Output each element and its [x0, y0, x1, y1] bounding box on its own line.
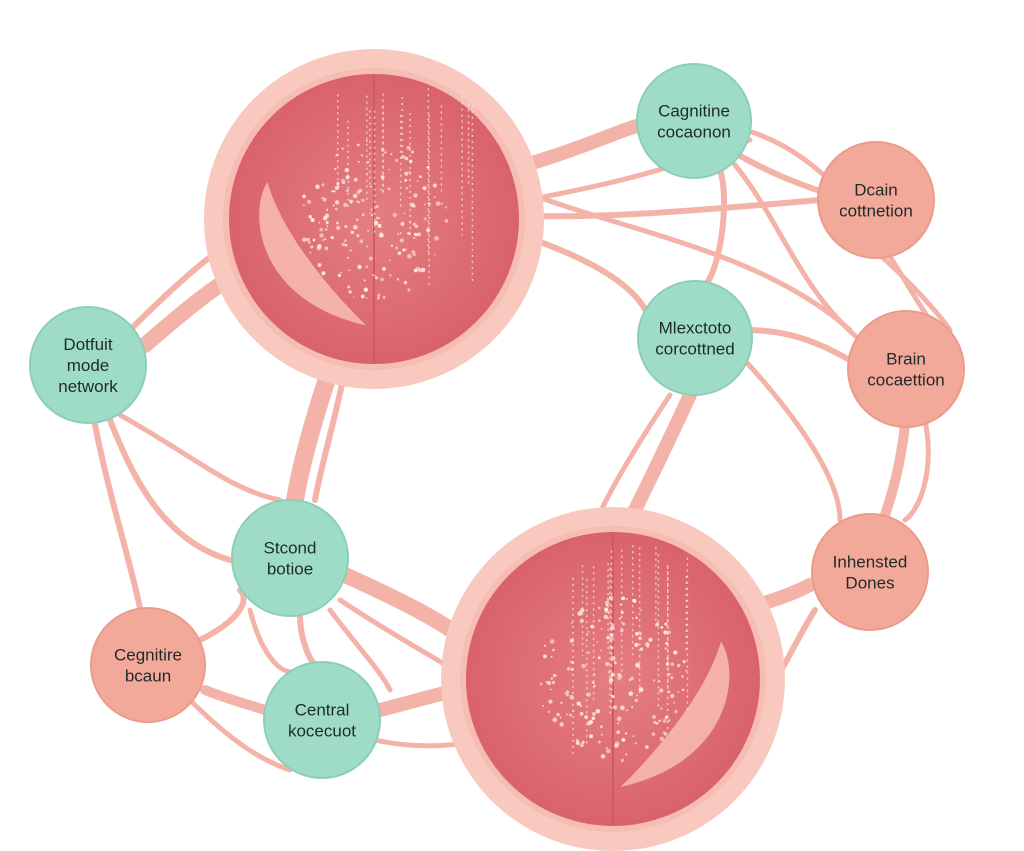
network-nodes: Dotfuit mode network Cagnitine cocaononDcain… — [29, 63, 965, 779]
node-drain-connection-label-1: Dcain — [854, 181, 897, 200]
connector-26 — [337, 567, 473, 648]
node-interested-domains-label-2: Dones — [845, 574, 894, 593]
connector-9 — [732, 162, 863, 343]
node-brain-connection: Brain cocaettion — [847, 310, 965, 428]
node-second-body-label-2: botioe — [267, 560, 313, 579]
node-mixed-connection-circle — [637, 280, 753, 396]
node-control-network-label-1: Central — [295, 701, 350, 720]
node-mixed-connection-label-2: corcottned — [655, 340, 734, 359]
node-interested-domains-label-1: Inhensted — [833, 553, 908, 572]
hub-bottom-sparkles — [539, 545, 689, 763]
hub-bottom-lobe — [620, 641, 730, 787]
hub-top-lobe — [259, 182, 367, 326]
hub-bottom — [460, 526, 766, 832]
connector-13 — [737, 352, 843, 523]
node-second-body-circle — [231, 499, 349, 617]
connector-23 — [107, 417, 233, 563]
node-cognitive-brain: Cegnitire bcaun — [90, 607, 206, 723]
connector-15 — [880, 420, 910, 520]
node-mixed-connection: Mlexctoto corcottned — [637, 280, 753, 396]
brain-hubs — [223, 68, 766, 832]
node-drain-connection-circle — [817, 141, 935, 259]
connector-10 — [702, 167, 727, 288]
node-default-mode-network-label-3: network — [58, 377, 118, 396]
connector-8 — [727, 147, 833, 198]
connector-16 — [902, 417, 931, 523]
hub-top-sparkles — [302, 88, 474, 300]
node-brain-connection-circle — [847, 310, 965, 428]
node-second-body: Stcond botioe — [231, 499, 349, 617]
node-brain-connection-label-1: Brain — [886, 350, 926, 369]
connector-30 — [187, 697, 293, 773]
connector-12 — [742, 327, 853, 363]
hub-top — [223, 68, 525, 370]
node-mixed-connection-label-1: Mlexctoto — [659, 319, 732, 338]
connector-25 — [117, 412, 283, 503]
node-brain-connection-label-2: cocaettion — [867, 371, 945, 390]
node-control-network-label-2: kocecuot — [288, 722, 356, 741]
connector-29 — [200, 685, 270, 715]
connector-24 — [92, 422, 143, 611]
connector-28 — [197, 587, 247, 643]
node-control-network: Central kocecuot — [263, 661, 381, 779]
node-interested-domains-circle — [811, 513, 929, 631]
node-second-body-label-1: Stcond — [264, 539, 317, 558]
node-default-mode-network: Dotfuit mode network — [29, 306, 147, 424]
node-default-mode-network-circle — [29, 306, 147, 424]
node-cognitive-brain-label-2: bcaun — [125, 667, 171, 686]
connector-34 — [297, 612, 318, 668]
node-default-mode-network-label-2: mode — [67, 356, 110, 375]
connector-21 — [286, 361, 339, 509]
node-default-mode-network-label-1: Dotfuit — [63, 335, 112, 354]
node-cognitive-connection: Cagnitine cocaonon — [636, 63, 752, 179]
node-drain-connection-label-2: cottnetion — [839, 202, 913, 221]
connector-35 — [327, 607, 393, 693]
node-cognitive-connection-circle — [636, 63, 752, 179]
node-cognitive-connection-label-1: Cagnitine — [658, 102, 730, 121]
connector-33 — [247, 607, 303, 675]
connector-22 — [312, 367, 348, 503]
connector-7 — [517, 187, 853, 333]
node-drain-connection: Dcain cottnetion — [817, 141, 935, 259]
node-cognitive-brain-label-1: Cegnitire — [114, 646, 182, 665]
connector-19 — [753, 578, 817, 612]
node-cognitive-brain-circle — [90, 607, 206, 723]
node-control-network-circle — [263, 661, 381, 779]
node-cognitive-connection-label-2: cocaonon — [657, 123, 731, 142]
